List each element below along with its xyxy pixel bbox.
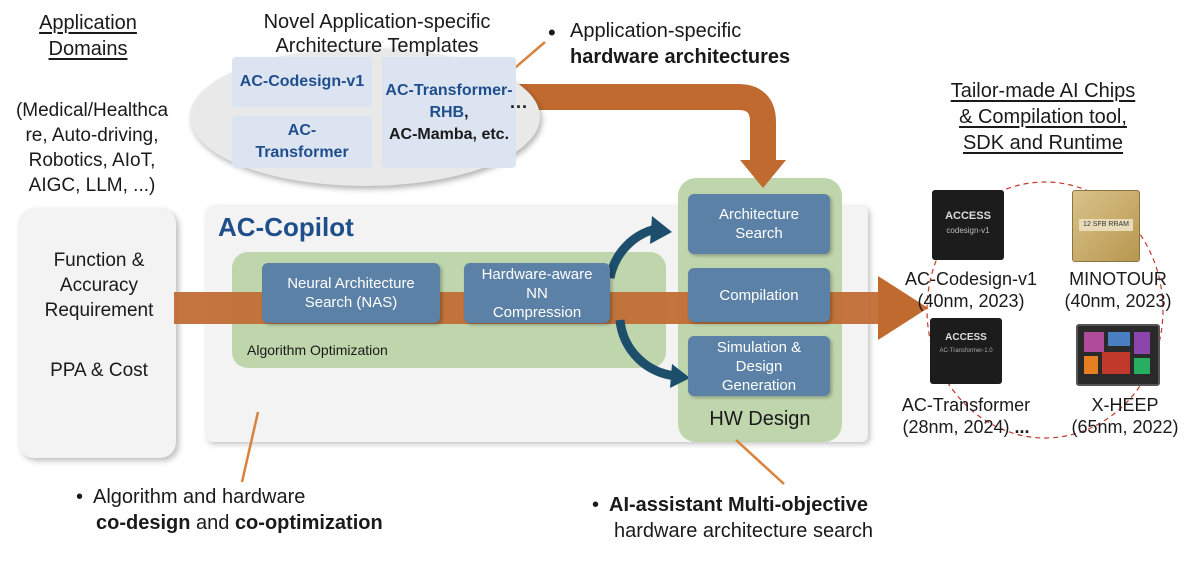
template-rhb-comma: , [464,103,469,121]
domains-title-line2: Domains [48,38,128,60]
hw-arch-note-line2: hardware architectures [570,46,791,68]
sim-line3: Generation [721,376,797,394]
chip-transformer-mark: AC-Transformer-1.0 [939,348,993,354]
template-rhb-name: RHB [429,103,465,121]
template-flow-arrow [510,84,776,162]
nas-box: Neural Architecture Search (NAS) [262,263,440,323]
chips-title-line1: Tailor-made AI Chips [950,80,1136,102]
compression-line1: Hardware-aware [481,265,593,283]
architecture-search-box: Architecture Search [688,194,830,254]
domains-line-3: Robotics, AIoT, [28,150,156,171]
arch-search-line1: Architecture [718,206,800,223]
chip-xheep-name: X-HEEP [1091,395,1159,415]
chip-transformer-label: AC-Transformer (28nm, 2024) ... [888,394,1044,438]
template-mamba: AC-Mamba, etc. [388,125,510,143]
copilot-title: AC-Copilot [218,212,354,242]
ai-search-line2: hardware architecture search [614,520,874,542]
function-line1: Function & [53,250,145,271]
ppa-cost: PPA & Cost [50,360,148,381]
compression-line2: NN [526,284,548,302]
hw-arch-note: Application-specific hardware architectu… [570,18,860,70]
compilation-box: Compilation [688,268,830,322]
codesign-and: and [190,512,235,534]
codesign-bullet-text1: Algorithm and hardware [93,486,306,508]
compression-line3: Compression [492,303,582,321]
chips-title-line3: SDK and Runtime [962,132,1124,154]
codesign-bullet: •Algorithm and hardware co-design and co… [76,484,383,536]
domains-line-2: re, Auto-driving, [25,125,159,146]
chip-xheep-meta: (65nm, 2022) [1071,417,1179,437]
ai-search-pointer [735,439,785,485]
chips-title-line2: & Compilation tool, [959,106,1127,128]
codesign-bold1: co-design [96,512,191,534]
chip-transformer-ellipsis: ... [1014,417,1030,437]
codesign-bullet-line2: co-design and co-optimization [76,510,383,536]
codesign-bullet-line1: •Algorithm and hardware [76,486,306,508]
sim-line2: Design [735,357,783,375]
sim-line1: Simulation & [716,338,802,356]
loop-arrow-bottom [615,319,677,381]
chip-codesign-label: AC-Codesign-v1 (40nm, 2023) [896,268,1046,312]
loop-arrow-bottom-head [670,364,690,388]
chip-minotour-image: 12 SFB RRAM [1072,190,1140,262]
chip-codesign-name: AC-Codesign-v1 [904,269,1038,289]
chip-minotour-name: MINOTOUR [1069,269,1167,289]
hw-design-label: HW Design [709,408,811,430]
template-transformer-line2: Transformer [255,144,349,161]
chip-codesign-logo: ACCESS [945,210,991,222]
chip-xheep-label: X-HEEP (65nm, 2022) [1060,394,1190,438]
simulation-box: Simulation & Design Generation [688,336,830,396]
ai-search-bold: AI-assistant Multi-objective [609,494,868,516]
requirement-panel [18,208,176,458]
chips-title: Tailor-made AI Chips & Compilation tool,… [928,78,1158,156]
hw-arch-note-line1: Application-specific [570,20,742,42]
hw-arch-bullet: • [548,20,556,45]
chip-codesign-meta: (40nm, 2023) [917,291,1025,311]
chip-transformer-meta-row: (28nm, 2024) ... [888,416,1044,438]
chip-transformer-logo: ACCESS [945,332,987,343]
domains-line-1: (Medical/Healthca [15,100,169,121]
domains-title-line1: Application [39,12,137,34]
codesign-pointer [240,411,260,483]
ai-search-bullet: •AI-assistant Multi-objective hardware a… [592,492,873,544]
chip-minotour-meta: (40nm, 2023) [1064,291,1172,311]
compression-box: Hardware-aware NN Compression [464,263,610,323]
template-rhb-line1: AC-Transformer- [385,81,513,99]
domains-title: Application Domains [18,10,158,62]
template-transformer-box: AC- Transformer [232,116,372,168]
chip-codesign-mark: codesign-v1 [946,226,990,235]
templates-title: Novel Application-specific Architecture … [232,10,522,58]
template-rhb-box: AC-Transformer- RHB, AC-Mamba, etc. [382,57,516,168]
chip-transformer-name: AC-Transformer [901,395,1031,415]
function-requirement: Function & Accuracy Requirement [26,248,172,323]
arch-search-line2: Search [735,225,783,242]
templates-title-line1: Novel Application-specific [263,11,491,33]
domains-line-4: AIGC, LLM, ...) [28,175,156,196]
function-line2: Accuracy [59,275,139,296]
templates-ellipsis: ... [510,92,529,112]
template-rhb-line2: RHB, [429,102,468,124]
main-flow-arrow-head [878,276,928,340]
template-transformer-line1: AC- [287,122,317,139]
codesign-bold2: co-optimization [234,512,383,534]
chip-transformer-meta: (28nm, 2024) [902,417,1010,437]
function-line3: Requirement [44,300,154,321]
nas-line2: Search (NAS) [304,294,398,311]
loop-arrow-top-head [650,216,672,244]
chip-minotour-mark: 12 SFB RRAM [1079,219,1133,231]
ai-search-line1: •AI-assistant Multi-objective [592,494,868,516]
chip-codesign-image: ACCESS codesign-v1 [932,190,1004,260]
chips-dashed-loop [926,181,1164,439]
chip-transformer-image: ACCESS AC-Transformer-1.0 [930,318,1002,384]
domains-list: (Medical/Healthca re, Auto-driving, Robo… [6,98,178,198]
templates-title-line2: Architecture Templates [275,35,479,57]
nas-line1: Neural Architecture [287,275,415,292]
chip-xheep-image [1076,324,1160,386]
template-codesign-box: AC-Codesign-v1 [232,57,372,107]
template-flow-arrow-head [740,160,786,188]
chip-minotour-label: MINOTOUR (40nm, 2023) [1052,268,1184,312]
algorithm-optimization-label: Algorithm Optimization [247,342,388,358]
